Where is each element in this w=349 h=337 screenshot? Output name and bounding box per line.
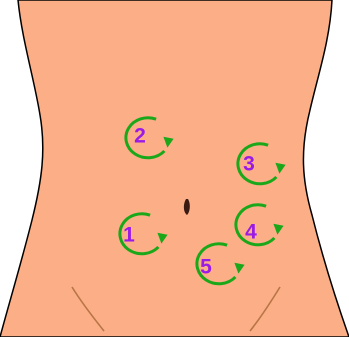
marker-number-5: 5 (200, 256, 212, 279)
marker-number-2: 2 (134, 125, 146, 148)
marker-number-3: 3 (243, 153, 255, 176)
marker-number-1: 1 (123, 224, 135, 247)
marker-number-4: 4 (245, 221, 257, 244)
